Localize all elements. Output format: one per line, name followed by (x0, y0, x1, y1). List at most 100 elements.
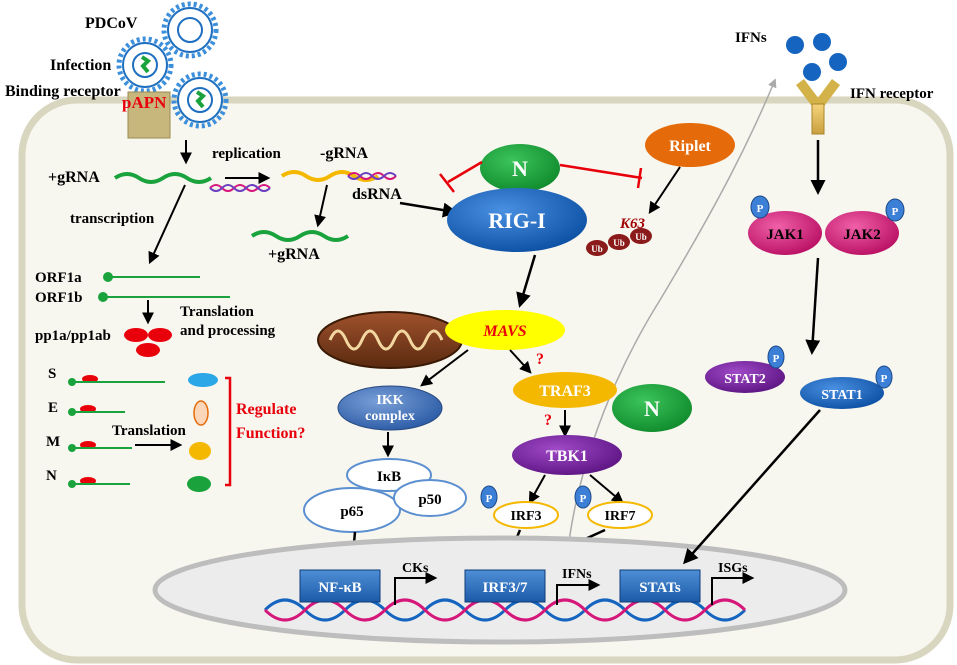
ifns-label: IFNs (735, 30, 767, 46)
gene-e: E (48, 400, 58, 416)
n-protein (480, 144, 560, 192)
irf37-label: IRF3/7 (483, 580, 529, 596)
stats-box (619, 569, 701, 603)
tbk1-label: TBK1 (546, 448, 588, 465)
regulate-label-1: Regulate (236, 401, 296, 418)
virus-particles (116, 1, 229, 129)
papn-receptor (127, 91, 171, 139)
virus-name: PDCoV (85, 15, 138, 32)
irf3-label: IRF3 (510, 509, 541, 524)
dsrna-helix-small (209, 184, 271, 192)
jak1-phospho (750, 195, 770, 219)
replication-label: replication (212, 146, 282, 162)
stat2-phospho (767, 345, 785, 369)
k63-label: K63 (619, 216, 646, 232)
transcription-label: transcription (70, 211, 155, 227)
jak1-label: JAK1 (766, 227, 804, 243)
ubiquitin-chain: Ub Ub Ub (586, 228, 652, 256)
pos-grna-label: +gRNA (48, 169, 100, 186)
translation-processing-2: and processing (180, 323, 276, 339)
jak2-label: JAK2 (843, 227, 881, 243)
binding-label: Binding receptor (5, 83, 121, 100)
orf1a-label: ORF1a (35, 270, 82, 286)
rig-i-label: RIG-I (488, 208, 545, 233)
pos-grna-label-2: +gRNA (268, 246, 320, 263)
isgs-label: ISGs (718, 561, 748, 576)
riplet-label: Riplet (669, 138, 711, 155)
n-protein-2 (612, 384, 692, 432)
ikb-label: IκB (377, 469, 401, 485)
neg-grna-label: -gRNA (320, 145, 368, 162)
question-mark-1: ? (536, 351, 544, 368)
translation-label: Translation (112, 423, 187, 439)
gene-n: N (46, 468, 57, 484)
mavs-label: MAVS (482, 323, 526, 340)
irf7 (587, 501, 653, 529)
svg-text:Ub: Ub (591, 244, 603, 254)
cks-label: CKs (402, 561, 429, 576)
question-mark-2: ? (544, 412, 552, 429)
stats-label: STATs (639, 580, 681, 596)
pos-grna-strand-2 (250, 230, 350, 242)
gene-m: M (46, 434, 60, 450)
translation-processing-1: Translation (180, 304, 255, 320)
ikk-label-1: IKK (376, 393, 403, 408)
nfkb-box (299, 569, 381, 603)
stat1-label: STAT1 (821, 388, 863, 403)
svg-text:P: P (757, 203, 764, 215)
neg-grna-strand (280, 170, 380, 182)
irf7-phospho (574, 485, 592, 509)
dna-helix (263, 598, 747, 622)
pos-grna-strand (113, 172, 213, 184)
svg-text:P: P (892, 206, 899, 218)
svg-text:P: P (773, 353, 780, 365)
stat2 (705, 361, 785, 393)
stat1 (800, 377, 884, 409)
ifn-receptor-label: IFN receptor (850, 86, 934, 102)
ifn-secretion-path (563, 78, 777, 621)
pp1a-label: pp1a/pp1ab (35, 328, 111, 344)
ifn-receptor (796, 79, 840, 135)
n-protein-label: N (512, 156, 528, 181)
svg-text:Ub: Ub (613, 238, 625, 248)
nfkb-label: NF-κB (318, 580, 361, 596)
p65 (303, 487, 401, 533)
irf3 (493, 501, 559, 529)
mavs (445, 310, 565, 350)
svg-text:Ub: Ub (635, 232, 647, 242)
stat1-phospho (875, 365, 893, 389)
rig-i (447, 188, 587, 252)
orf1b-label: ORF1b (35, 290, 83, 306)
p50 (393, 479, 467, 517)
n-protein-2-label: N (644, 396, 660, 421)
stat2-label: STAT2 (724, 372, 766, 387)
mitochondrion (317, 311, 463, 369)
p50-label: p50 (418, 492, 441, 508)
jak1 (748, 211, 822, 255)
tbk1 (512, 435, 622, 475)
ikk-label-2: complex (365, 409, 415, 424)
n-inhibits-rig-i (447, 160, 483, 184)
svg-text:P: P (486, 493, 493, 505)
cell-membrane (18, 96, 954, 664)
e-protein (193, 400, 209, 426)
dsrna-label: dsRNA (352, 186, 402, 203)
irf3-phospho (480, 485, 498, 509)
ifns-nucleus-label: IFNs (562, 567, 592, 582)
m-protein (189, 442, 211, 460)
regulate-label-2: Function? (236, 425, 305, 442)
p65-label: p65 (340, 504, 363, 520)
n-inhibits-riplet (559, 163, 643, 180)
ikk-complex (337, 385, 443, 431)
ifn-molecules (786, 33, 847, 81)
svg-text:P: P (881, 373, 888, 385)
s-protein (188, 373, 218, 387)
irf37-box (464, 569, 546, 603)
infection-label: Infection (50, 57, 111, 74)
traf3-label: TRAF3 (539, 383, 591, 400)
receptor-label: pAPN (122, 93, 167, 112)
gene-s: S (48, 366, 56, 382)
irf7-label: IRF7 (604, 509, 635, 524)
riplet (645, 123, 735, 167)
